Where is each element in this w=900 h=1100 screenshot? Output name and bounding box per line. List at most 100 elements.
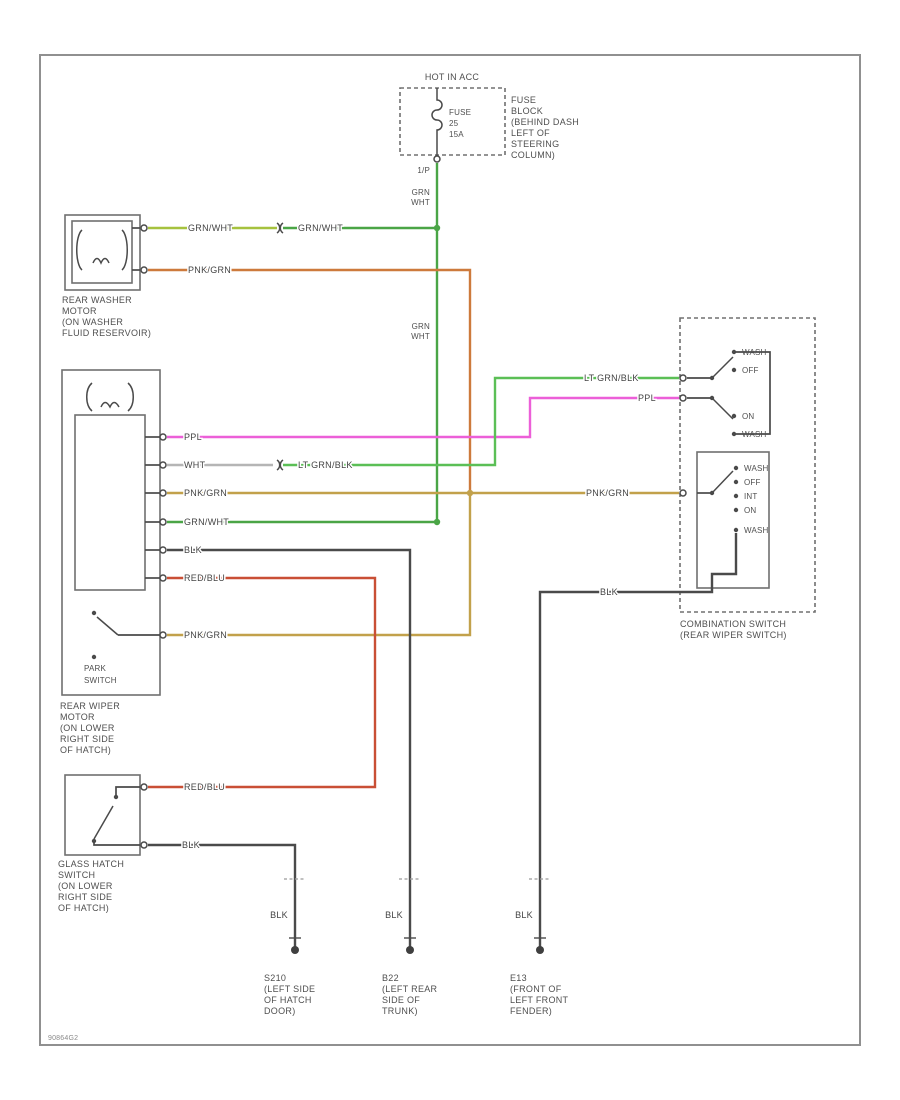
switch-position-label: OFF (744, 478, 761, 487)
fuse-element (431, 88, 443, 156)
wire-blk-switch-ground (538, 533, 738, 950)
combination-switch-box (679, 317, 816, 613)
wire-label: BLK (270, 910, 288, 920)
switch-pivot (709, 375, 715, 381)
wire-blk-hatch (148, 843, 297, 950)
switch-position-label: WASH (742, 348, 767, 357)
pin-circle (679, 374, 687, 382)
switch-position-label: WASH (744, 464, 769, 473)
washer-motor-name: REAR WASHER (62, 295, 132, 305)
hot-in-acc-label: HOT IN ACC (425, 72, 480, 82)
hatch-switch-name: GLASS HATCH (58, 859, 124, 869)
wire-label: PPL (638, 393, 656, 403)
fuse-pin-label: 1/P (417, 166, 430, 175)
fuse-block-name: FUSE (511, 95, 536, 105)
wiper-motor-box (61, 369, 161, 696)
switch-position-label: ON (744, 506, 756, 515)
combination-switch-name: COMBINATION SWITCH (680, 619, 786, 629)
ground-label-e13: E13 (510, 973, 527, 983)
park-switch-label: PARK (84, 664, 106, 673)
wire-label: GRN/WHT (184, 517, 229, 527)
hatch-switch-contact (113, 794, 119, 800)
fuse-box (399, 87, 506, 156)
switch-contact (733, 507, 739, 513)
glass-hatch-switch: GLASS HATCH SWITCH (ON LOWER RIGHT SIDE … (58, 774, 141, 913)
fuse-block-name: COLUMN) (511, 150, 555, 160)
washer-motor-name: FLUID RESERVOIR) (62, 328, 151, 338)
ground-label-e13: (FRONT OF (510, 984, 562, 994)
hatch-switch-name: RIGHT SIDE (58, 892, 112, 902)
hatch-switch-name: SWITCH (58, 870, 95, 880)
washer-motor-name: MOTOR (62, 306, 97, 316)
motor-symbol (121, 229, 128, 271)
ground-label-e13: LEFT FRONT (510, 995, 569, 1005)
wire-label: RED/BLU (184, 573, 225, 583)
wire-label: LT GRN/BLK (584, 373, 639, 383)
wire-label: WHT (184, 460, 206, 470)
ground-dot-s210 (291, 946, 299, 954)
ground-label-b22: TRUNK) (382, 1006, 418, 1016)
switch-contact (733, 527, 739, 533)
junction-dot (466, 489, 474, 497)
motor-symbol (76, 229, 83, 271)
wires (148, 163, 738, 950)
wire-label: LT GRN/BLK (298, 460, 353, 470)
combination-switch-name: (REAR WIPER SWITCH) (680, 630, 787, 640)
pin-circle (159, 631, 167, 639)
wiper-motor-name: RIGHT SIDE (60, 734, 114, 744)
pin-circle (159, 574, 167, 582)
fuse-block-name: (BEHIND DASH (511, 117, 579, 127)
ground-label-b22: SIDE OF (382, 995, 420, 1005)
junction-dot (433, 224, 441, 232)
wire-label: BLK (182, 840, 200, 850)
wire-label: WHT (411, 332, 430, 341)
park-switch-label: SWITCH (84, 676, 117, 685)
switch-arm (711, 356, 734, 379)
connectors-and-junctions (140, 155, 687, 954)
ground-label-b22: B22 (382, 973, 399, 983)
rear-wiper-motor: PARK SWITCH REAR WIPER MOTOR (ON LOWER R… (60, 369, 161, 755)
wiper-motor-name: OF HATCH) (60, 745, 111, 755)
wire-label: BLK (515, 910, 533, 920)
wire-label: WHT (411, 198, 430, 207)
pin-circle (679, 489, 687, 497)
motor-symbol (92, 257, 110, 265)
fuse-block-name: BLOCK (511, 106, 543, 116)
ground-label-s210: (LEFT SIDE (264, 984, 315, 994)
hatch-switch-stub (115, 786, 140, 796)
wire-label: GRN/WHT (188, 223, 233, 233)
switch-position-label: OFF (742, 366, 759, 375)
pin-circle (159, 489, 167, 497)
switch-position-label: ON (742, 412, 754, 421)
ground-label-b22: (LEFT REAR (382, 984, 438, 994)
wire-blk-motor (167, 548, 412, 950)
inline-connector (279, 459, 284, 471)
fuse-rating-label: 25 (449, 119, 459, 128)
pin-circle (159, 433, 167, 441)
fuse-block-name: LEFT OF (511, 128, 550, 138)
wire-label: PPL (184, 432, 202, 442)
fuse-rating-label: 15A (449, 130, 464, 139)
ground-label-s210: DOOR) (264, 1006, 296, 1016)
wire-pnk-grn-washer (148, 268, 472, 493)
park-switch-contact (91, 654, 97, 660)
wire-label: PNK/GRN (184, 630, 227, 640)
wiper-motor-name: (ON LOWER (60, 723, 115, 733)
fuse-block: HOT IN ACC FUSE 25 15A FUSE BLOCK (BEHIN… (399, 72, 579, 175)
switch-contact (731, 431, 737, 437)
wire-pnk-grn-park (167, 493, 472, 637)
wire-label: GRN/WHT (298, 223, 343, 233)
wire-red-blu (148, 576, 377, 789)
wire-lt-grn-blk (283, 376, 679, 467)
junction-dot (433, 518, 441, 526)
switch-pivot (709, 395, 715, 401)
pin-circle (159, 546, 167, 554)
motor-symbol (86, 382, 93, 412)
pin-circle (140, 266, 148, 274)
pin-circle (159, 518, 167, 526)
wire-label: GRN (412, 188, 430, 197)
combination-switch: WASH OFF ON WASH WASH OFF INT ON WASH CO… (679, 317, 816, 640)
fuse-rating-label: FUSE (449, 108, 471, 117)
hatch-switch-name: OF HATCH) (58, 903, 109, 913)
